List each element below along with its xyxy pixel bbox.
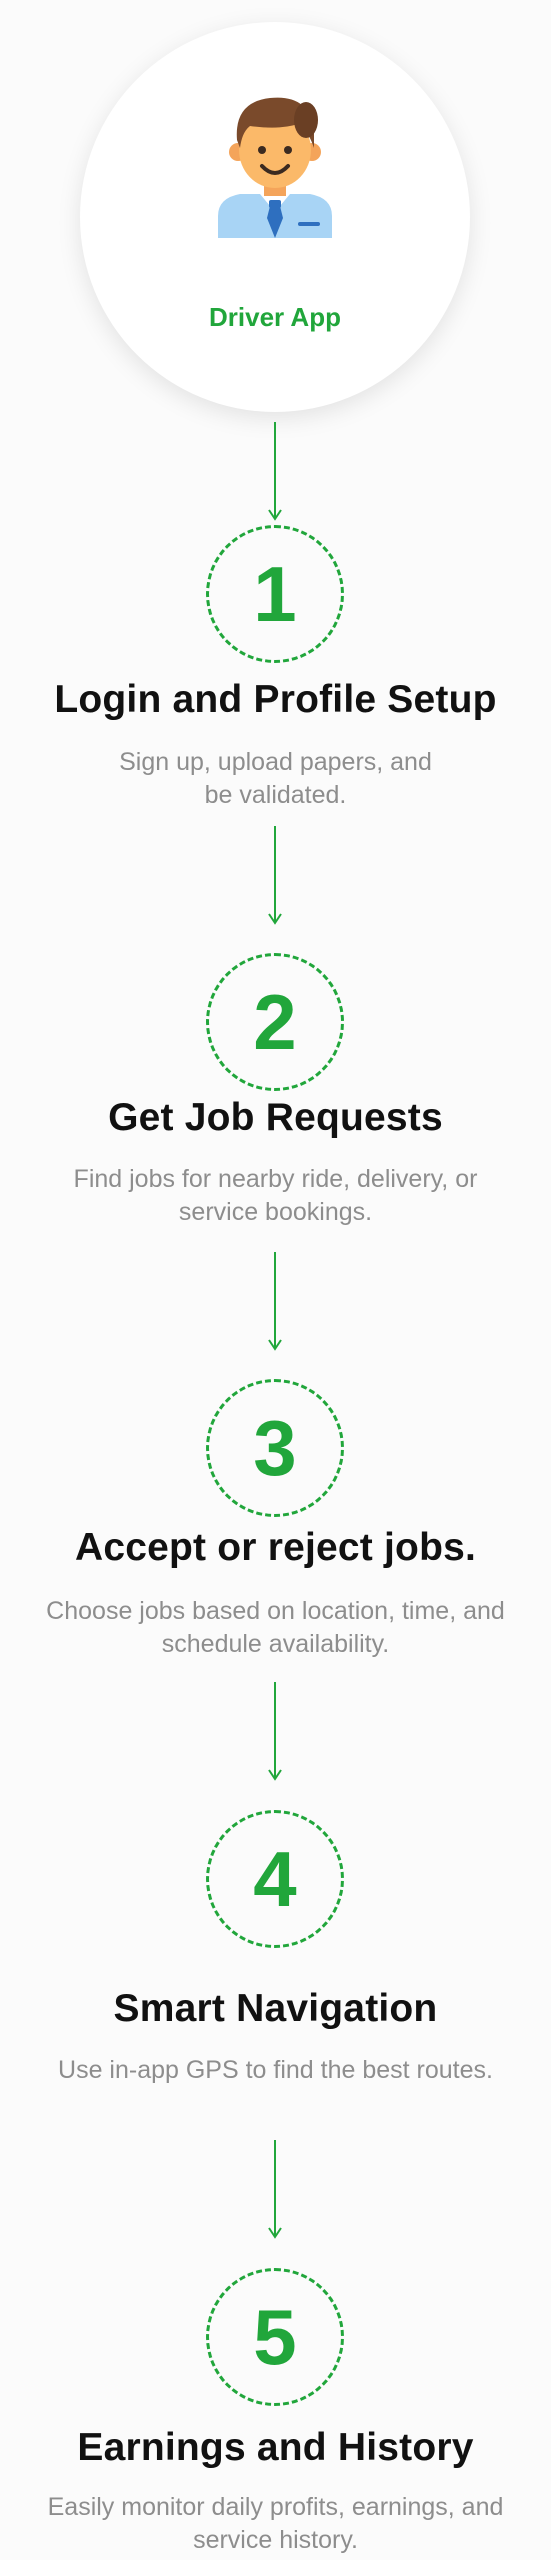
step-description-line: Find jobs for nearby ride, delivery, or xyxy=(73,1165,478,1193)
step-number-badge: 5 xyxy=(206,2268,344,2406)
step-title: Earnings and History xyxy=(77,2426,474,2469)
down-arrow-icon xyxy=(265,826,285,926)
down-arrow-icon xyxy=(265,2140,285,2240)
hero-label: Driver App xyxy=(209,302,341,332)
driver-app-hero: Driver App xyxy=(80,22,470,412)
step-number-badge: 3 xyxy=(206,1379,344,1517)
step-description-line: service bookings. xyxy=(178,1198,373,1226)
step-number-badge: 4 xyxy=(206,1810,344,1948)
step-description: Find jobs for nearby ride, delivery, or … xyxy=(0,1163,551,1229)
step-title: Get Job Requests xyxy=(108,1096,443,1139)
down-arrow-icon xyxy=(265,1252,285,1352)
down-arrow-icon xyxy=(265,422,285,522)
step-number-badge: 2 xyxy=(206,953,344,1091)
step-description: Sign up, upload papers, and be validated… xyxy=(0,746,551,812)
step-number-badge: 1 xyxy=(206,525,344,663)
step-description-line: be validated. xyxy=(204,781,347,809)
step-description-line: schedule availability. xyxy=(161,1630,390,1658)
step-description-line: Sign up, upload papers, and xyxy=(119,748,432,776)
step-title: Smart Navigation xyxy=(113,1987,438,2030)
down-arrow-icon xyxy=(265,1682,285,1782)
step-title: Accept or reject jobs. xyxy=(74,1526,477,1569)
step-description: Use in-app GPS to find the best routes. xyxy=(0,2054,551,2087)
step-title: Login and Profile Setup xyxy=(54,678,497,721)
step-description-line: Use in-app GPS to find the best routes. xyxy=(58,2056,493,2084)
driver-avatar-icon xyxy=(218,97,332,238)
step-description: Choose jobs based on location, time, and… xyxy=(0,1595,551,1661)
step-description-line: Choose jobs based on location, time, and xyxy=(46,1597,505,1625)
step-description-line: service history. xyxy=(193,2526,358,2554)
step-description-line: Easily monitor daily profits, earnings, … xyxy=(47,2493,504,2521)
step-description: Easily monitor daily profits, earnings, … xyxy=(0,2491,551,2557)
